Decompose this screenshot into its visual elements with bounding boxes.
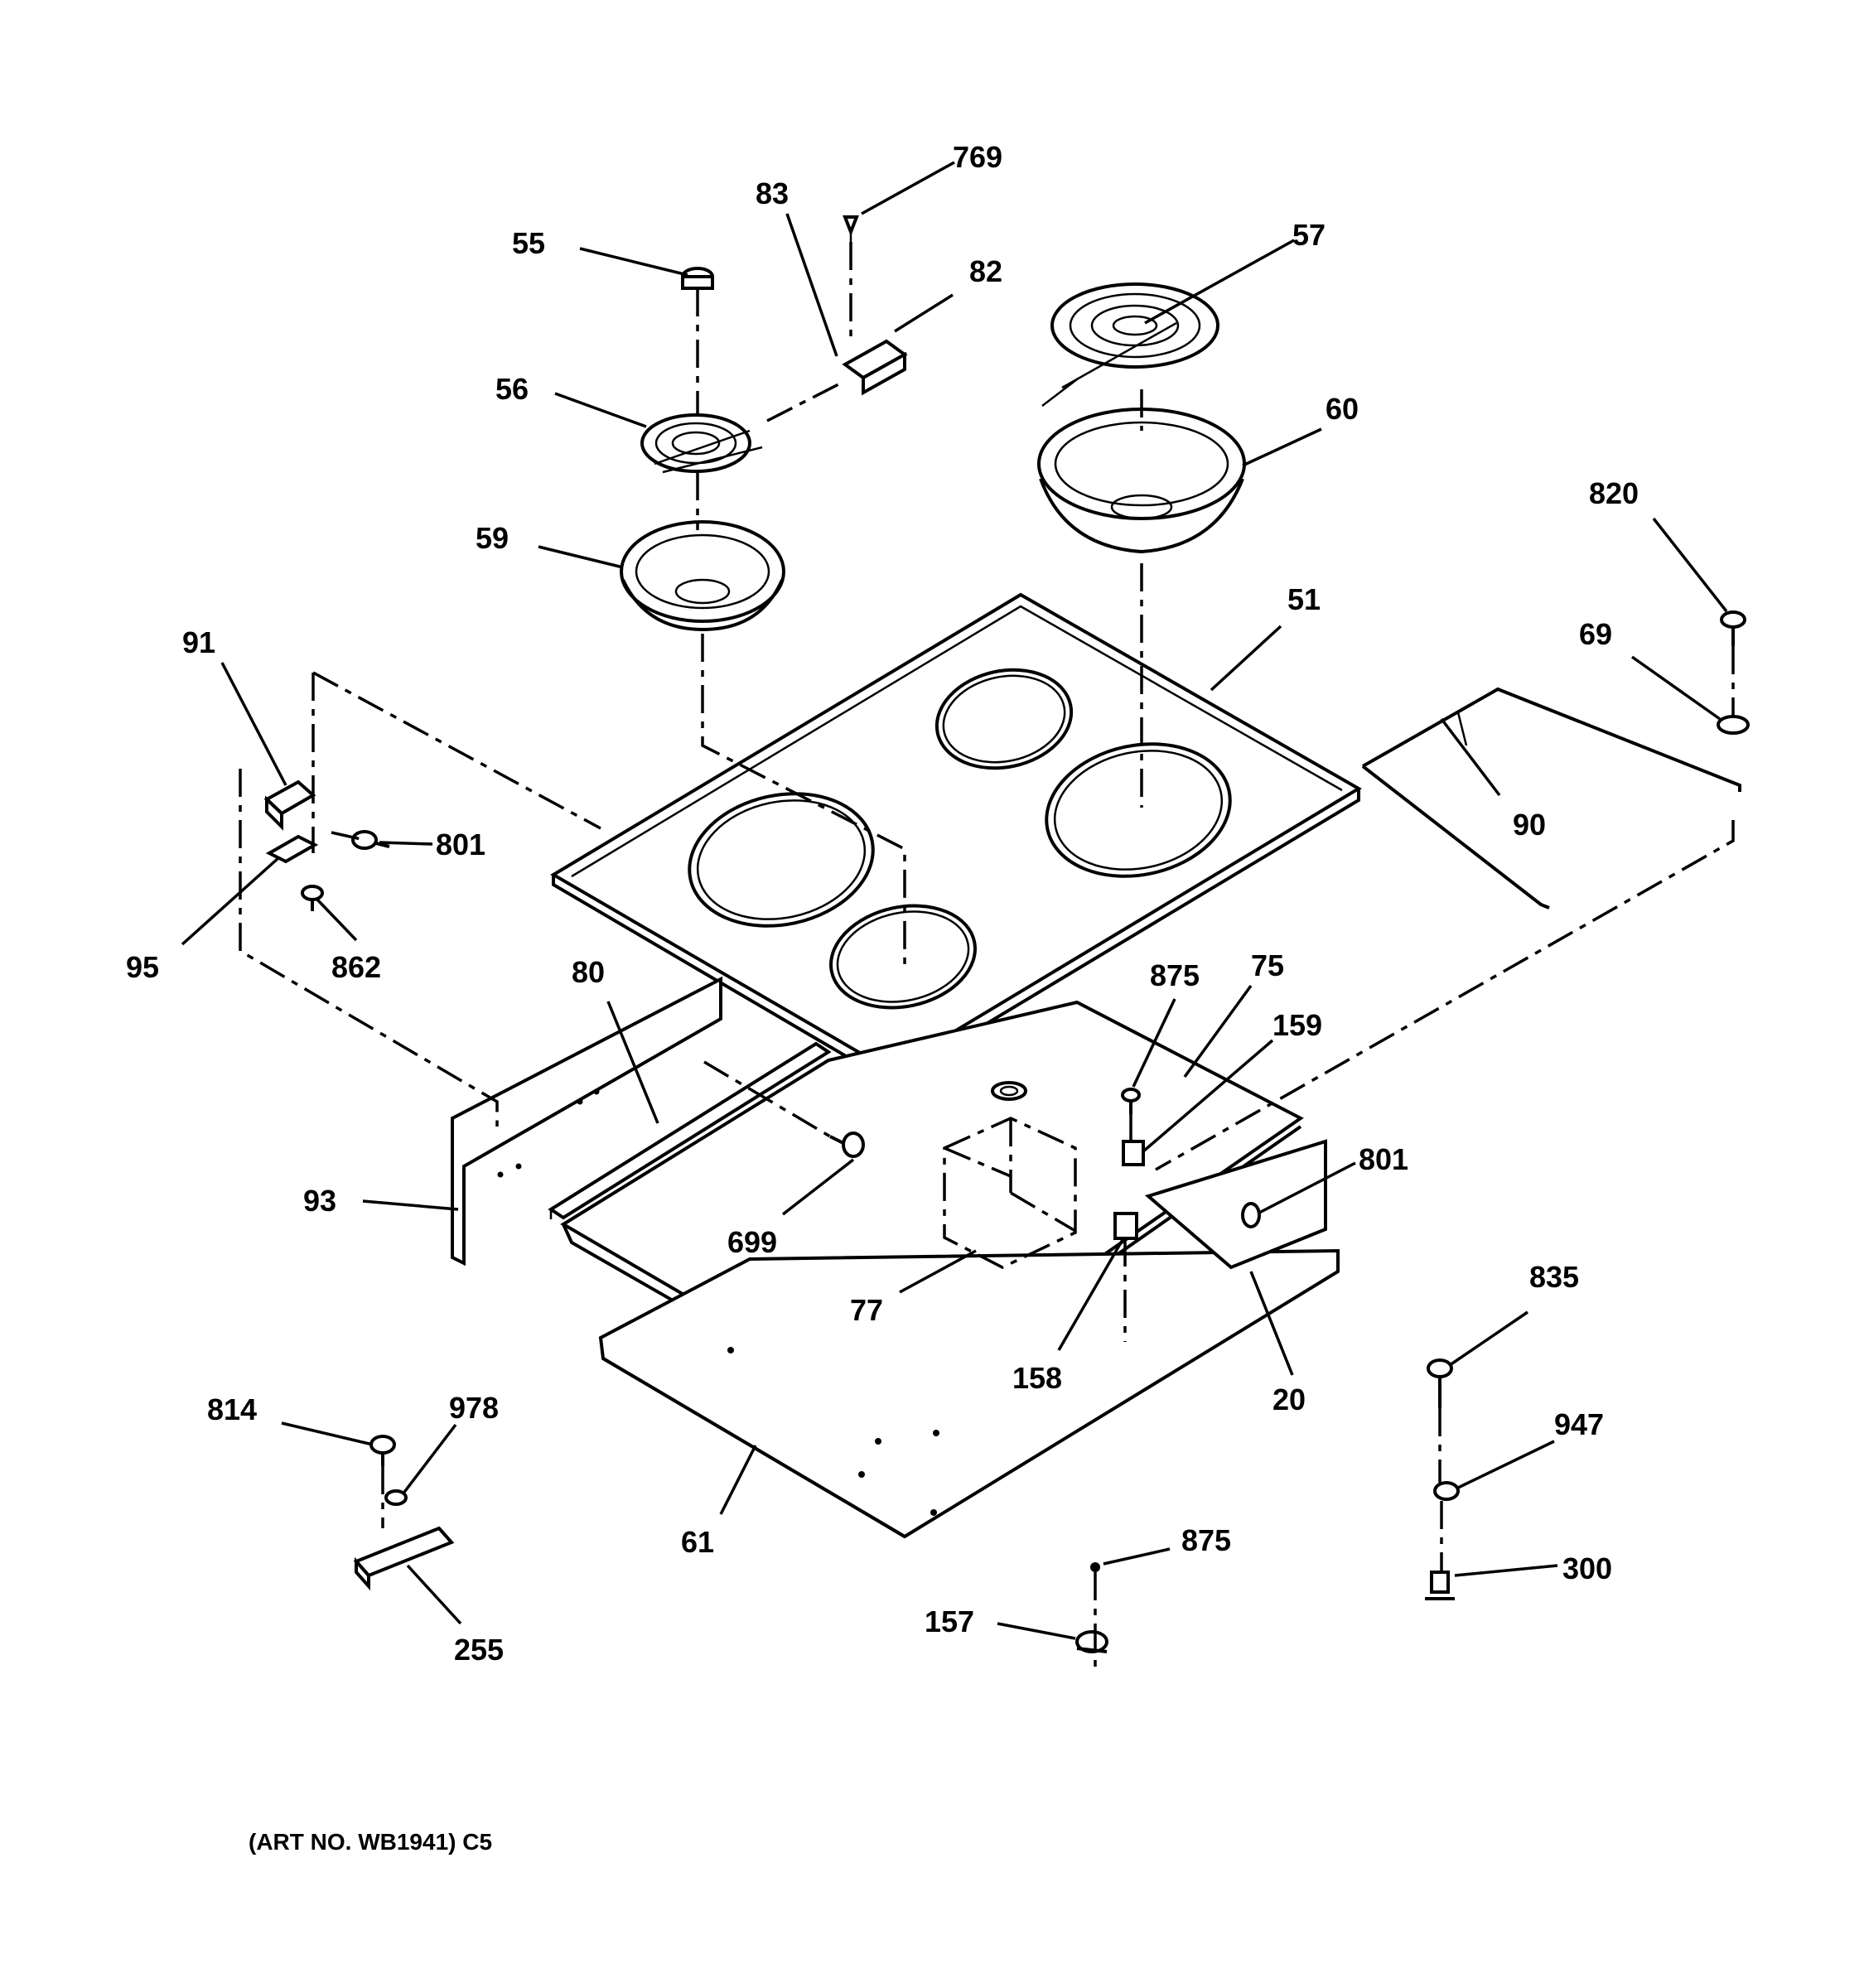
part-label-978: 978 bbox=[449, 1391, 499, 1425]
part-label-80: 80 bbox=[572, 955, 605, 989]
part-label-55: 55 bbox=[512, 226, 545, 260]
part-label-95: 95 bbox=[126, 950, 159, 984]
screw-875-upper bbox=[1121, 1088, 1141, 1114]
bottom-pan bbox=[598, 1248, 1340, 1539]
part-label-699: 699 bbox=[727, 1225, 777, 1259]
part-label-801-left: 801 bbox=[436, 828, 485, 861]
part-label-61: 61 bbox=[681, 1525, 714, 1559]
large-surface-unit bbox=[1041, 282, 1219, 407]
part-label-20: 20 bbox=[1272, 1382, 1306, 1416]
part-label-159: 159 bbox=[1272, 1008, 1322, 1042]
small-surface-unit bbox=[640, 413, 763, 474]
leader-lines bbox=[181, 161, 1728, 1640]
part-label-820: 820 bbox=[1589, 476, 1639, 510]
part-label-60: 60 bbox=[1326, 392, 1359, 426]
knob-cap bbox=[681, 267, 714, 290]
rail-80 bbox=[548, 1041, 832, 1220]
part-label-56: 56 bbox=[495, 372, 529, 406]
part-label-90: 90 bbox=[1513, 808, 1546, 842]
part-label-69: 69 bbox=[1579, 617, 1612, 651]
part-label-59: 59 bbox=[476, 521, 509, 555]
junction-box bbox=[943, 1117, 1077, 1269]
part-label-157: 157 bbox=[925, 1604, 974, 1638]
terminal-block-255 bbox=[353, 1526, 455, 1591]
screw-699 bbox=[829, 1132, 865, 1158]
part-label-814: 814 bbox=[207, 1392, 257, 1426]
bracket-20 bbox=[1144, 1139, 1327, 1270]
front-channel bbox=[451, 976, 722, 1267]
washer-978 bbox=[384, 1489, 408, 1506]
small-drip-pan bbox=[620, 520, 785, 632]
part-label-75: 75 bbox=[1251, 948, 1284, 982]
part-label-862: 862 bbox=[331, 950, 381, 984]
terminal-block bbox=[842, 339, 908, 396]
cooktop-main-top bbox=[550, 592, 1362, 1084]
part-label-835: 835 bbox=[1529, 1260, 1579, 1294]
bracket-95 bbox=[265, 834, 319, 864]
screw-769 bbox=[843, 215, 859, 242]
switch-158 bbox=[1113, 1212, 1138, 1240]
screw-820 bbox=[1720, 610, 1746, 646]
alignment-lines bbox=[239, 242, 1735, 1669]
grommet bbox=[991, 1081, 1027, 1101]
part-label-300: 300 bbox=[1562, 1551, 1612, 1585]
screw-801-left bbox=[351, 830, 390, 850]
part-label-769: 769 bbox=[953, 140, 1002, 174]
switch-157 bbox=[1075, 1630, 1108, 1653]
part-label-77: 77 bbox=[850, 1293, 883, 1327]
part-label-801-right: 801 bbox=[1359, 1142, 1408, 1176]
part-label-93: 93 bbox=[303, 1184, 336, 1218]
clip-69 bbox=[1717, 715, 1750, 735]
part-label-875-lower: 875 bbox=[1181, 1523, 1231, 1557]
part-label-255: 255 bbox=[454, 1633, 504, 1667]
screw-814 bbox=[369, 1435, 396, 1466]
bracket-91 bbox=[263, 779, 316, 831]
part-label-947: 947 bbox=[1554, 1407, 1604, 1441]
screw-835 bbox=[1427, 1358, 1453, 1408]
part-label-158: 158 bbox=[1012, 1361, 1062, 1395]
part-label-82: 82 bbox=[969, 254, 1002, 288]
part-label-875-upper: 875 bbox=[1150, 958, 1200, 992]
part-labels: 769 83 55 82 57 56 60 820 59 51 69 91 90… bbox=[126, 140, 1639, 1667]
switch-159 bbox=[1122, 1140, 1145, 1166]
washer-947 bbox=[1433, 1481, 1460, 1501]
screw-862 bbox=[301, 885, 324, 911]
part-label-51: 51 bbox=[1287, 582, 1321, 616]
part-label-83: 83 bbox=[756, 176, 789, 210]
art-number-caption: (ART NO. WB1941) C5 bbox=[249, 1829, 493, 1855]
part-label-91: 91 bbox=[182, 625, 215, 659]
part-label-57: 57 bbox=[1292, 218, 1326, 252]
screw-875-lower bbox=[1090, 1562, 1100, 1572]
leveler-300 bbox=[1425, 1571, 1455, 1600]
support-rod bbox=[1361, 687, 1741, 910]
